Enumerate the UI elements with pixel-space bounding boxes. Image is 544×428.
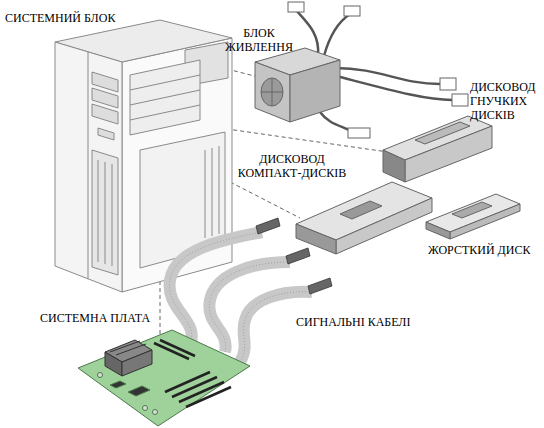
ribbon-connector [286, 248, 310, 264]
motherboard [78, 330, 250, 426]
part-label: СИСТЕМНИЙ БЛОК [5, 11, 135, 25]
fan-grille [272, 78, 273, 106]
floppy-sticker [415, 122, 470, 144]
case-open-side [122, 38, 232, 292]
cd-side [336, 198, 432, 254]
cable-connectors [256, 218, 332, 294]
chip [110, 381, 126, 388]
ribbon-connector [308, 278, 332, 294]
cd-sticker [340, 201, 382, 219]
power-connector [452, 94, 468, 106]
cd-front [296, 224, 336, 254]
power-cable [335, 68, 440, 84]
capacitor [153, 410, 158, 415]
power-connector [344, 6, 360, 16]
hdd-sticker [452, 202, 492, 218]
ribbon-connector [256, 218, 280, 234]
vent-slot [98, 160, 99, 262]
capacitor [143, 406, 148, 411]
power-connector [288, 2, 304, 12]
hard-disk [426, 194, 520, 239]
case-front [55, 42, 122, 292]
bay-rail [130, 75, 200, 90]
chip [128, 386, 150, 396]
front-bay [92, 104, 118, 124]
power-supply [255, 2, 468, 138]
hdd-front [426, 222, 450, 239]
board [78, 330, 250, 426]
pci-slot [186, 387, 231, 407]
bay-rail [130, 90, 200, 105]
psu-side [290, 60, 340, 122]
psu-front [255, 62, 290, 122]
front-divider [88, 52, 89, 279]
cooler-fin [116, 344, 146, 355]
floppy-front [383, 150, 405, 182]
power-connector [348, 128, 370, 138]
vent-slot [112, 164, 113, 266]
floppy-drive [383, 116, 492, 182]
psu-fan [261, 78, 283, 106]
power-cable [324, 14, 350, 56]
front-bay [98, 128, 114, 140]
part-label: СИГНАЛЬНІ КАБЕЛІ [296, 315, 431, 329]
power-cable [320, 112, 352, 132]
bay-rail [130, 105, 200, 120]
cooler-fin [110, 341, 140, 352]
cd-drive [296, 182, 432, 254]
ram-slot [154, 343, 189, 359]
part-label: СИСТЕМНА ПЛАТА [40, 311, 165, 325]
capacitor [98, 373, 103, 378]
cpu-cooler-side [105, 352, 122, 376]
part-label: ДИСКОВОД КОМПАКТ-ДИСКІВ [232, 152, 352, 180]
vent-slot [105, 162, 106, 264]
power-connector [440, 78, 456, 90]
drive-cage [130, 60, 200, 135]
cpu-cooler-side [122, 350, 152, 376]
part-label: ЖОРСТКИЙ ДИСК [428, 243, 543, 257]
front-vent [92, 150, 118, 275]
expansion-slot [212, 148, 213, 236]
expansion-slot [205, 150, 206, 238]
part-label: БЛОК ЖИВЛЕННЯ [220, 26, 298, 54]
expansion-slot [219, 146, 220, 234]
part-label: ДИСКОВОД ГНУЧКИХ ДИСКІВ [470, 80, 542, 122]
power-cable [336, 76, 452, 100]
